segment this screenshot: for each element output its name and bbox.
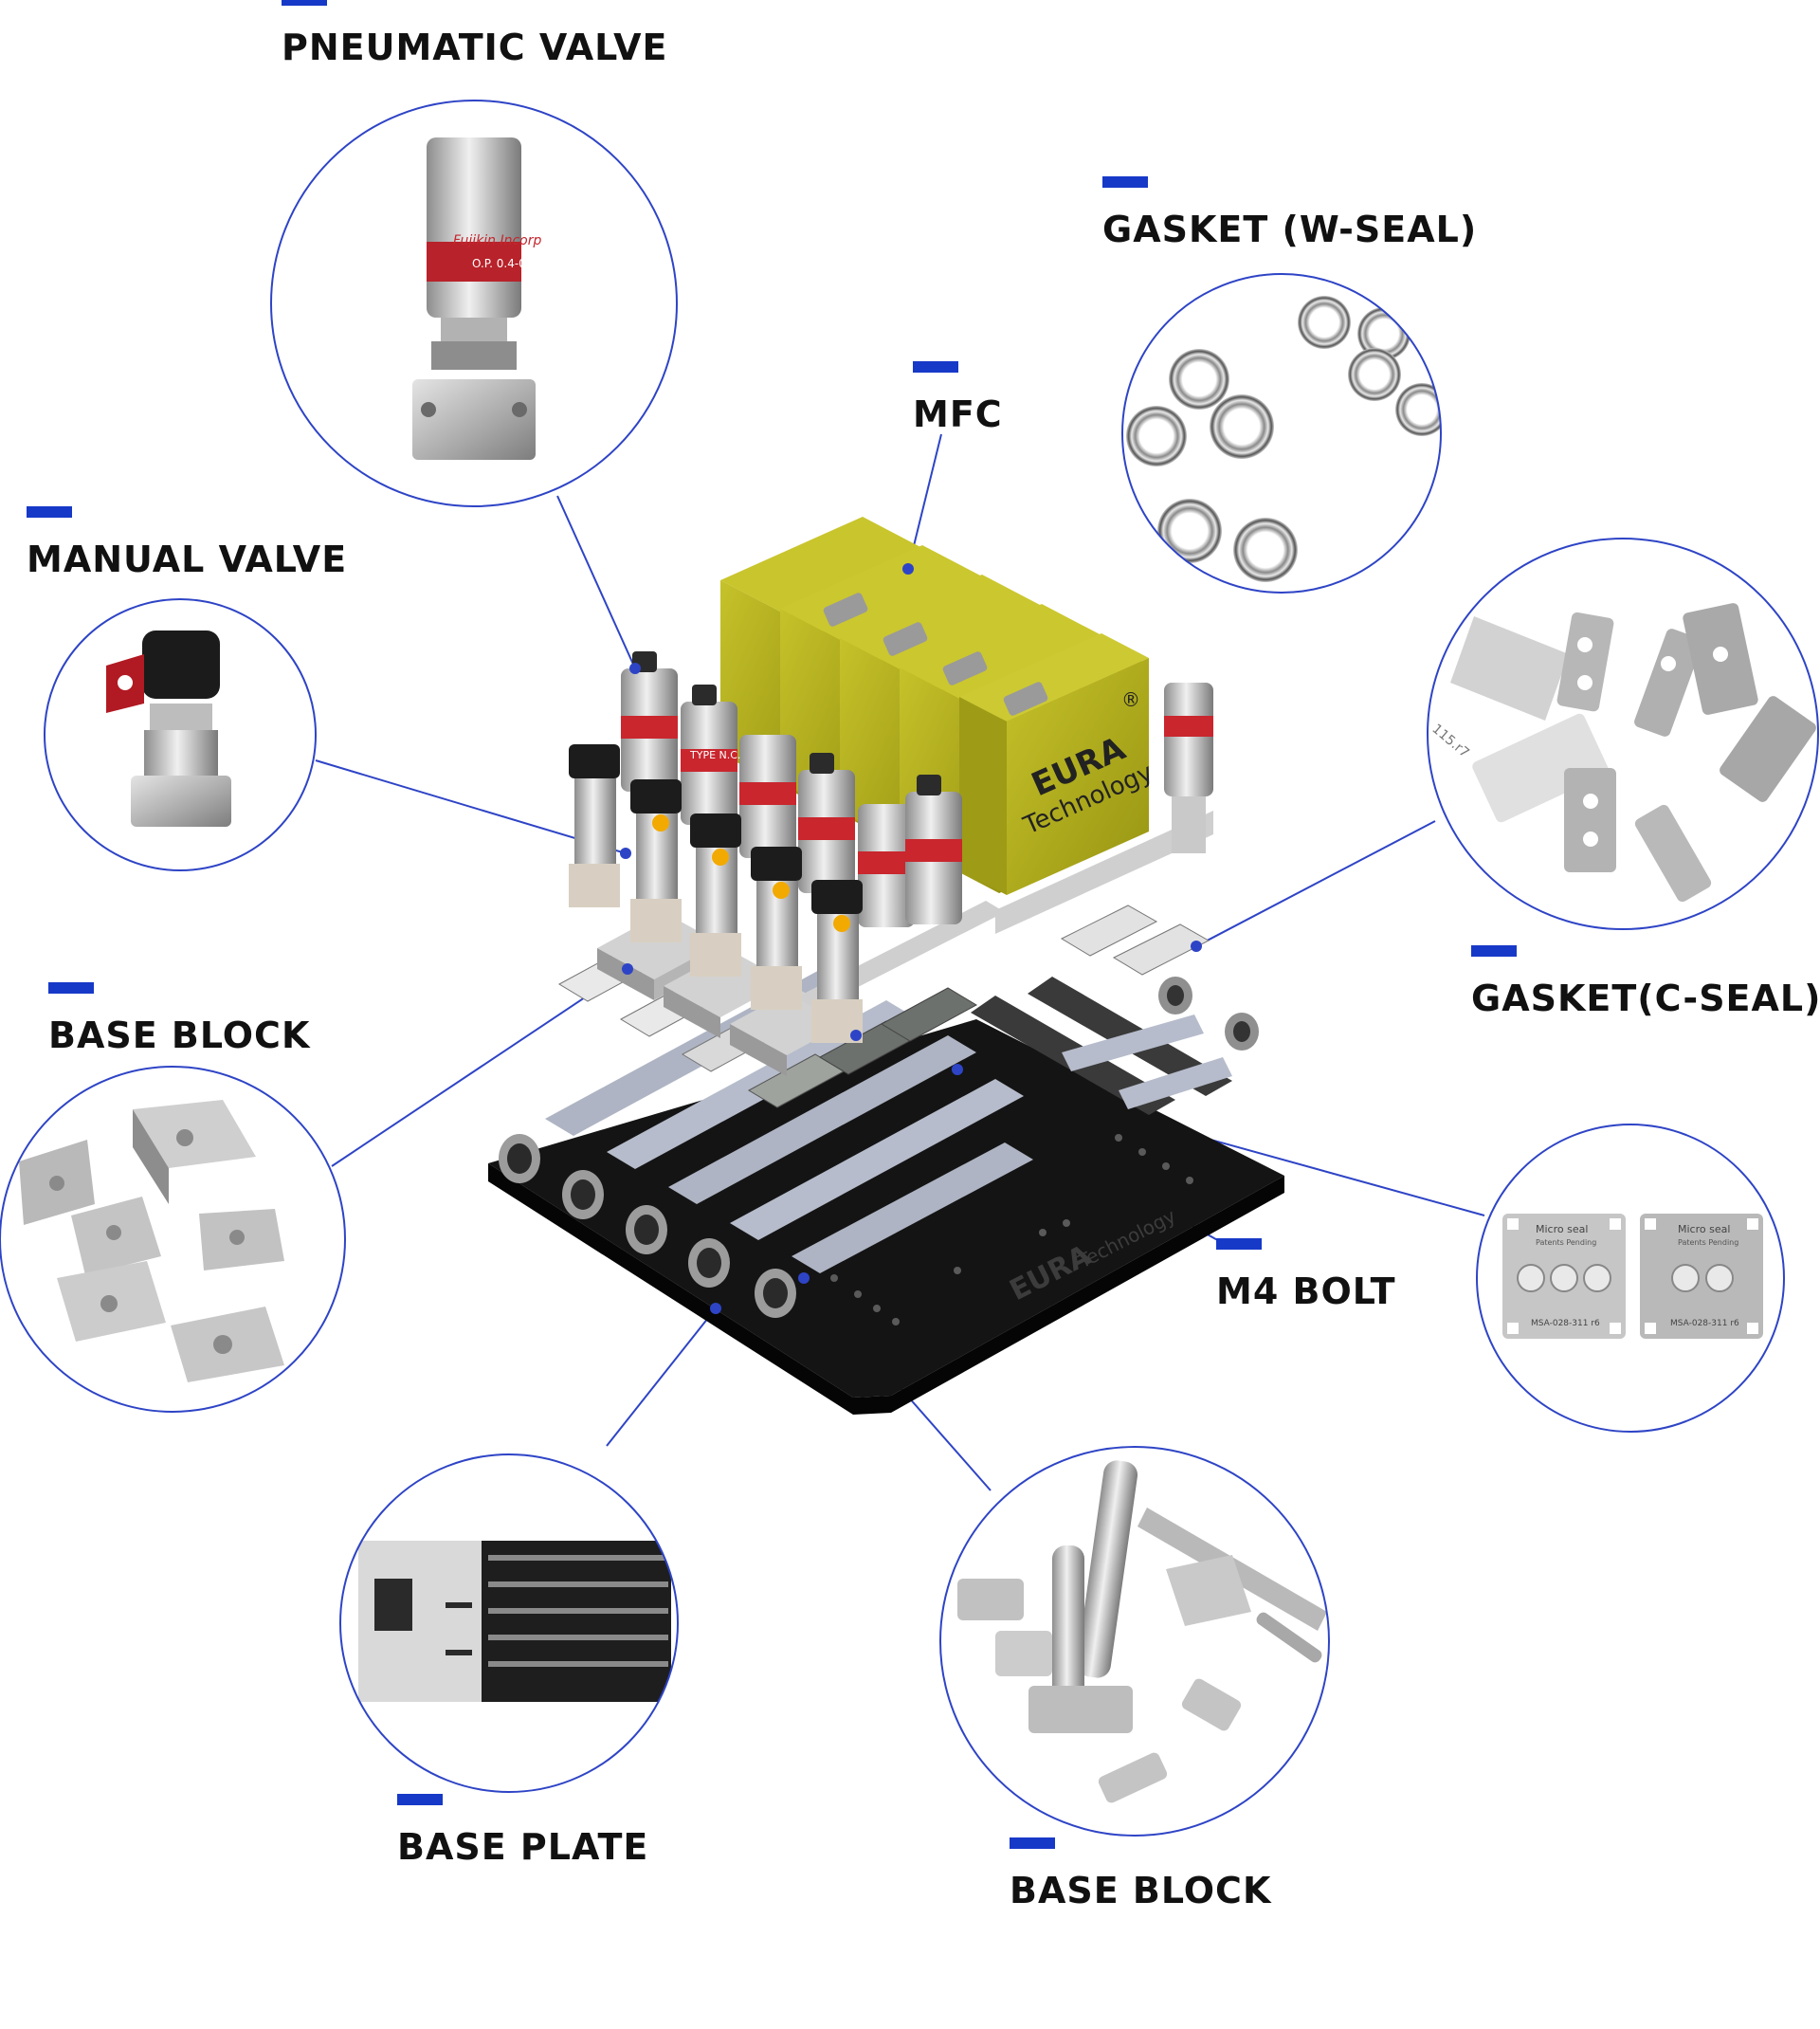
base-plate-detail [339,1453,679,1793]
mfc-box-5 [959,633,1149,895]
c-seal-plates-detail: Micro seal Patents Pending Micro seal Pa… [1476,1124,1785,1433]
label-text: BASE BLOCK [1010,1870,1272,1911]
plate-holes [811,1134,1193,1325]
right-fittings [1158,977,1259,1051]
base-block-bottom-detail [939,1446,1330,1837]
leader-dots [620,563,1202,1314]
leader-dot-icon [902,563,914,575]
leader-dot-icon [850,1030,862,1041]
leader-dot-icon [710,1303,721,1314]
c-seal-sub-left: Patents Pending [1536,1238,1596,1247]
leader-dot-icon [1191,941,1202,952]
c-seal-marking-right: MSA-028-311 r6 [1670,1319,1739,1328]
pneumatic-valve-maker: Fujikin Incorp [453,233,541,248]
callout-bar-icon [1102,176,1148,188]
manual-valve-detail [44,598,317,871]
callout-bar-icon [1010,1837,1055,1849]
gasket-c-seal-detail: 115.r7 [1427,538,1819,930]
callout-bar-icon [282,0,327,6]
callout-bar-icon [397,1794,443,1805]
valve-type-marking: TYPE N.C. [689,749,740,761]
leader-base-plate [606,1307,717,1447]
pneumatic-valve-array: TYPE N.C. [621,651,962,927]
label-text: GASKET(C-SEAL) [1471,978,1820,1019]
leader-gasket-c-seal [1195,820,1436,947]
central-assembly: EURA Technology [488,517,1284,1415]
label-text: BASE BLOCK [48,1014,311,1056]
label-text: MANUAL VALVE [27,539,348,580]
label-base-block-bottom: BASE BLOCK [1010,1837,1271,1911]
callout-bar-icon [1471,945,1517,957]
pneumatic-valve-detail: Fujikin Incorp O.P. 0.4-0 [270,100,678,507]
base-block-left-detail [0,1066,346,1413]
leader-manual-valve [315,759,627,854]
label-m4-bolt: M4 BOLT [1216,1238,1396,1312]
mfc-registered-mark: ® [1121,688,1140,711]
c-seal-brand-left: Micro seal [1536,1223,1588,1235]
leader-pneumatic-valve [556,495,636,669]
label-mfc: MFC [913,361,1003,435]
label-base-block-left: BASE BLOCK [48,982,310,1056]
leader-dot-icon [629,663,641,674]
label-text: BASE PLATE [397,1826,649,1868]
right-end-valve [1164,683,1213,853]
callout-bar-icon [913,361,958,373]
leader-dot-icon [620,848,631,859]
leader-dot-icon [952,1064,963,1075]
leader-dot-icon [798,1272,810,1284]
label-base-plate: BASE PLATE [397,1794,648,1868]
c-seal-sub-right: Patents Pending [1678,1238,1738,1247]
leader-dot-icon [622,963,633,975]
label-pneumatic-valve: PNEUMATIC VALVE [282,0,668,68]
leader-base-block-left [331,968,628,1167]
c-seal-brand-right: Micro seal [1678,1223,1730,1235]
callout-bar-icon [1216,1238,1262,1250]
manual-valve-array [569,744,863,1043]
c-seal-marking-left: MSA-028-311 r6 [1531,1319,1600,1328]
label-gasket-w-seal: GASKET (W-SEAL) [1102,176,1477,250]
label-gasket-c-seal: GASKET(C-SEAL) [1471,945,1820,1019]
label-text: MFC [913,393,1003,435]
pneumatic-valve-spec: O.P. 0.4-0 [472,257,526,270]
label-manual-valve: MANUAL VALVE [27,506,347,580]
label-text: GASKET (W-SEAL) [1102,209,1478,250]
label-text: PNEUMATIC VALVE [282,27,668,68]
front-fittings [499,1134,796,1318]
callout-bar-icon [27,506,72,518]
gasket-w-seal-detail [1121,273,1442,594]
label-text: M4 BOLT [1216,1270,1396,1312]
callout-bar-icon [48,982,94,994]
